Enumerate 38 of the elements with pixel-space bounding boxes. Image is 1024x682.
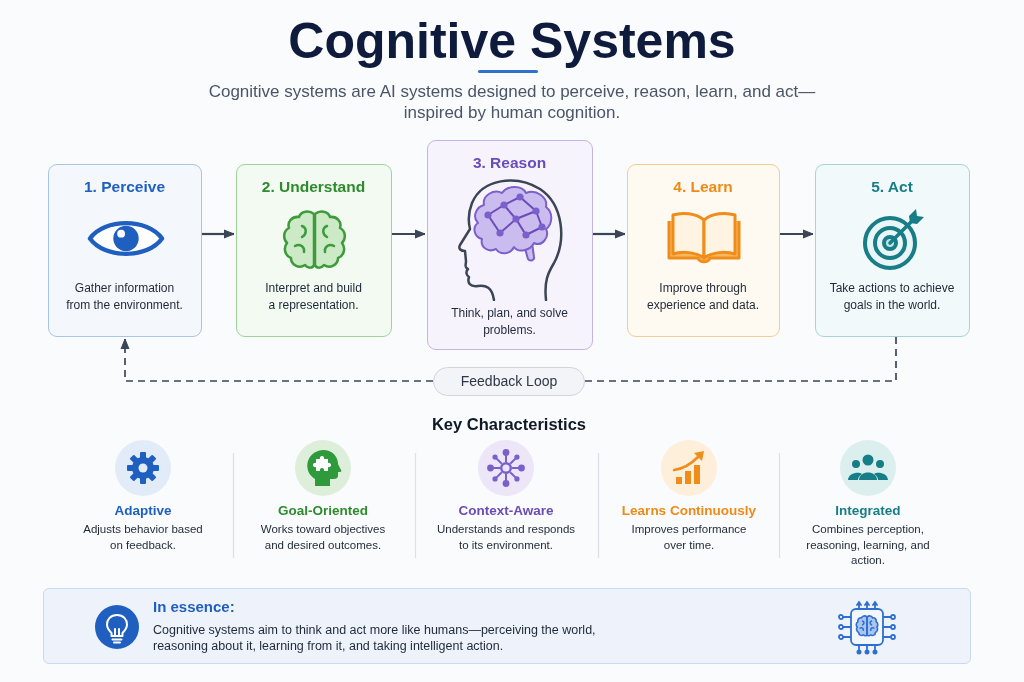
- summary-panel: [43, 588, 971, 664]
- arrow: [593, 229, 626, 239]
- section-heading: Key Characteristics: [430, 414, 588, 435]
- stage-card: [48, 164, 202, 337]
- stage-title: 5. Act: [870, 177, 914, 197]
- feature-description: Adjusts behavior based on feedback.: [82, 522, 204, 553]
- stage-title: 2. Understand: [260, 177, 367, 197]
- stage-card: [427, 140, 593, 350]
- stage-description: Take actions to achieve goals in the world.: [828, 280, 956, 314]
- stage-card: [236, 164, 392, 337]
- feature-description: Improves performance over time.: [630, 522, 748, 553]
- dashed-arrow: [120, 338, 434, 382]
- page-title: Cognitive Systems: [287, 13, 737, 69]
- arrow: [202, 229, 235, 239]
- stage-description: Improve through experience and data.: [645, 280, 761, 314]
- feedback-pill: [433, 367, 585, 396]
- subtitle: Cognitive systems are AI systems designed to perceive, reason, learn, and act—inspired by human cognition.: [207, 81, 817, 123]
- arrow: [780, 229, 814, 239]
- stage-title: 1. Perceive: [83, 177, 166, 197]
- feature-description: Understands and responds to its environment.: [435, 522, 577, 553]
- stage-card: [627, 164, 780, 337]
- feature-description: Works toward objectives and desired outcomes.: [259, 522, 387, 553]
- stage-title: 3. Reason: [471, 153, 548, 173]
- feature-title: Goal-Oriented: [277, 502, 369, 519]
- feature-title: Learns Continuously: [620, 502, 758, 519]
- pill-label: Feedback Loop: [459, 372, 559, 391]
- stage-card: [815, 164, 970, 337]
- summary-text: Cognitive systems aim to think and act more like humans—perceiving the world, reasoning about it, learning from it, and taking intelligent action.: [153, 622, 597, 654]
- stage-description: Think, plan, and solve problems.: [450, 305, 569, 339]
- feature-title: Context-Aware: [457, 502, 555, 519]
- feature-description: Combines perception, reasoning, learning, and action.: [805, 522, 931, 568]
- feature-title: Integrated: [834, 502, 902, 519]
- arrow: [392, 229, 426, 239]
- stage-description: Interpret and build a representation.: [264, 280, 363, 314]
- stage-description: Gather information from the environment.: [65, 280, 184, 314]
- feature-title: Adaptive: [113, 502, 173, 519]
- summary-heading: In essence:: [153, 597, 236, 616]
- stage-title: 4. Learn: [672, 177, 734, 197]
